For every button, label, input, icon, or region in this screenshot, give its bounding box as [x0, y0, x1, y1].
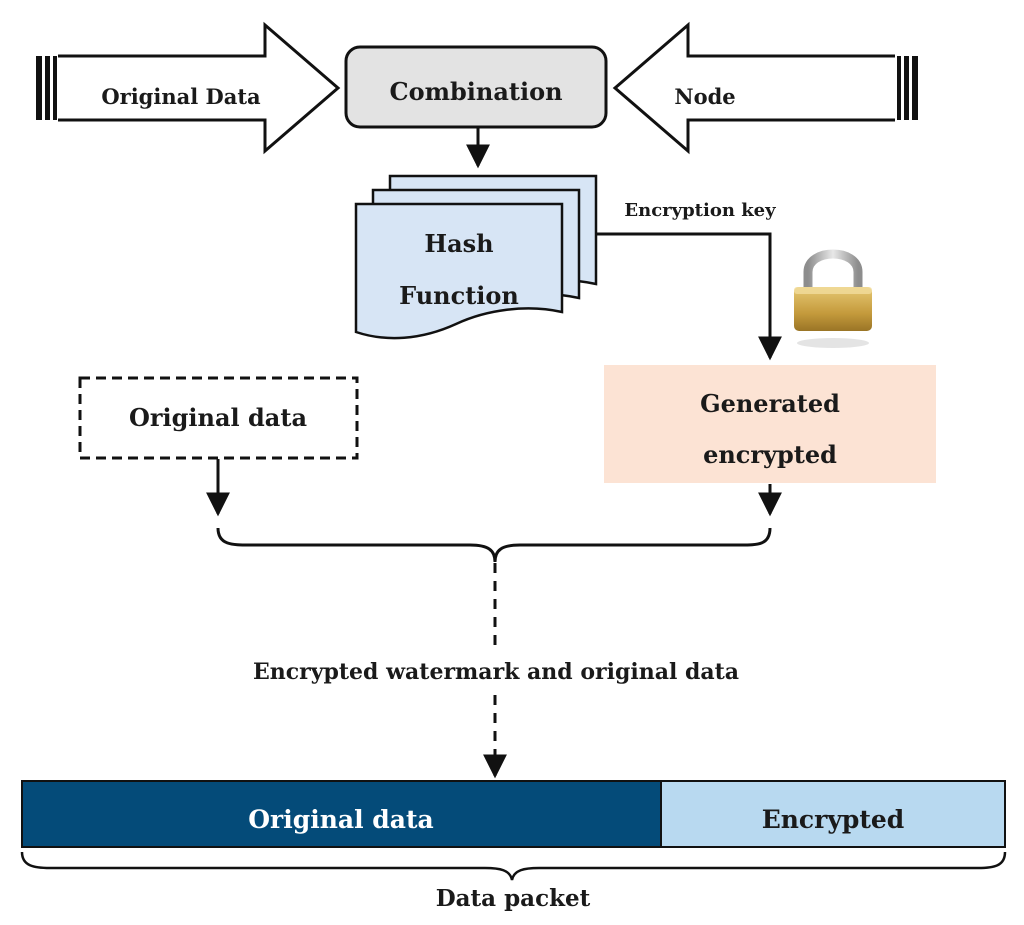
packet-original-segment: [21, 780, 662, 848]
hash-label-line2: Function: [399, 281, 519, 310]
packet-encrypted-label: Encrypted: [762, 805, 905, 834]
padlock-icon: [794, 249, 872, 348]
original-data-box: Original data: [78, 376, 359, 460]
original-data-input-label: Original Data: [101, 84, 261, 109]
data-packet-bar: Original data Encrypted: [21, 780, 1006, 848]
combination-box: Combination: [344, 45, 608, 129]
packet-caption: Data packet: [436, 885, 591, 912]
node-input-label: Node: [674, 84, 735, 109]
encryption-key-label: Encryption key: [624, 200, 776, 221]
merge-label: Encrypted watermark and original data: [253, 659, 739, 685]
hash-function-documents: Hash Function: [354, 174, 598, 340]
packet-encrypted-segment: [660, 780, 1006, 848]
merge-brace: [216, 527, 772, 563]
generated-encrypted-box: Generated encrypted: [604, 365, 936, 483]
generated-label-line1: Generated: [700, 389, 840, 418]
generated-label-line2: encrypted: [703, 440, 837, 469]
hash-label-line1: Hash: [424, 229, 493, 258]
original-data-box-label: Original data: [129, 403, 307, 432]
packet-original-label: Original data: [248, 805, 433, 834]
packet-brace: [20, 851, 1007, 881]
node-input-arrow: Node: [612, 21, 918, 155]
original-data-input-arrow: Original Data: [36, 21, 341, 155]
encryption-key-connector: Encryption key: [597, 200, 782, 361]
combination-label: Combination: [389, 77, 562, 106]
